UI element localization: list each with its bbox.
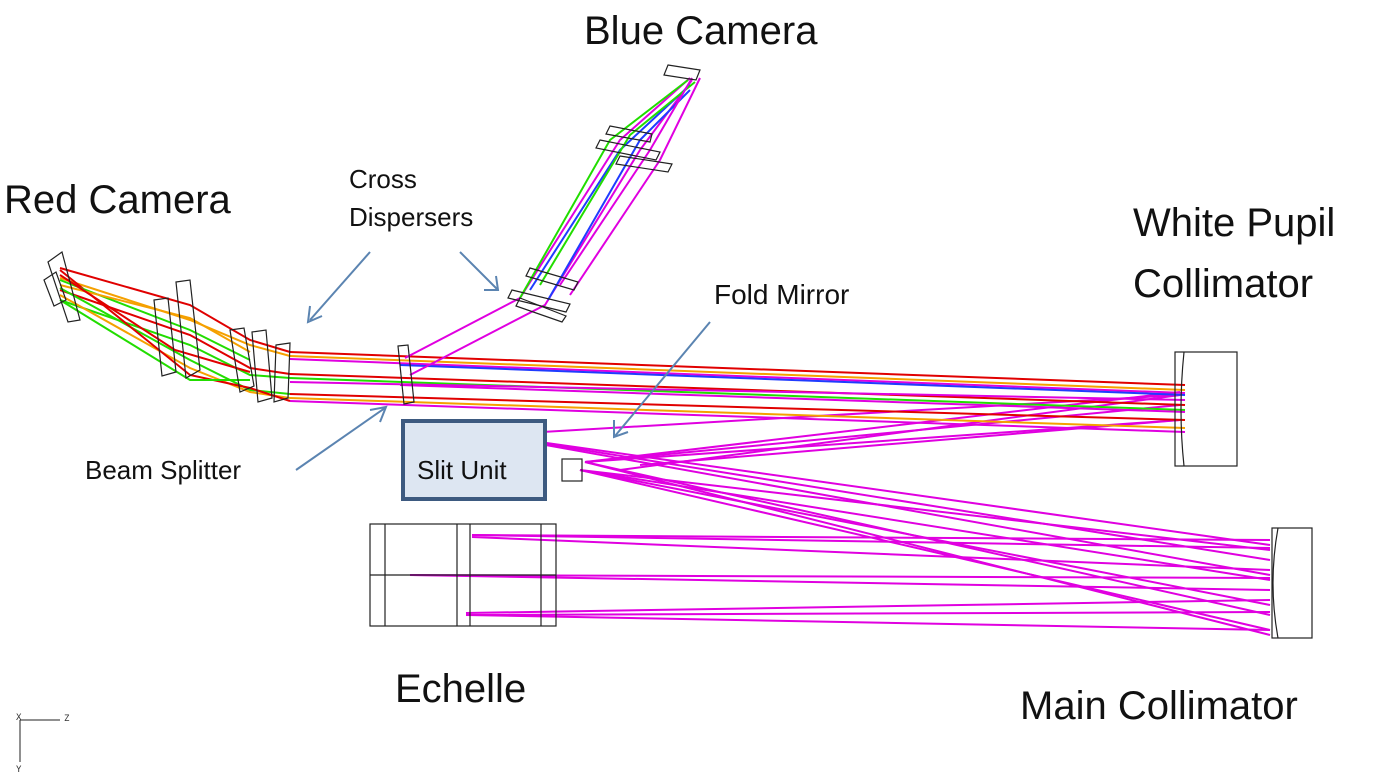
axis-z-label: Z bbox=[64, 714, 70, 724]
beam-splitter bbox=[397, 344, 415, 405]
fold-mirror-arrow bbox=[614, 321, 711, 437]
fold-mirror-label: Fold Mirror bbox=[714, 279, 850, 310]
cross-dispersers-label-line2: Dispersers bbox=[349, 202, 474, 232]
red-camera-rays bbox=[59, 267, 291, 402]
main-collimator-mirror bbox=[1271, 527, 1313, 639]
axis-origin-label: X bbox=[16, 713, 22, 723]
echelle-label: Echelle bbox=[395, 667, 527, 711]
white-pupil-mirror bbox=[1174, 351, 1238, 467]
cross-disperser-arrow-left bbox=[309, 251, 371, 321]
blue-camera-detector bbox=[663, 64, 701, 81]
slit-unit-label: Slit Unit bbox=[417, 455, 507, 485]
red-camera-lens bbox=[175, 279, 201, 379]
axis-y-label: Y bbox=[16, 765, 22, 775]
coordinate-axes bbox=[19, 719, 60, 762]
cross-dispersers-label-line1: Cross bbox=[349, 164, 417, 194]
cross-disperser bbox=[525, 267, 579, 291]
white-pupil-label-line2: Collimator bbox=[1133, 262, 1314, 306]
beam-splitter-label: Beam Splitter bbox=[85, 455, 242, 485]
slit-fan-rays bbox=[489, 391, 1271, 636]
main-beam-rays bbox=[289, 351, 1186, 433]
slit-unit-box: Slit Unit bbox=[401, 419, 547, 501]
optical-components bbox=[43, 64, 1313, 639]
pointer-arrows bbox=[295, 251, 711, 471]
white-pupil-label-line1: White Pupil bbox=[1133, 201, 1336, 245]
main-collimator-label: Main Collimator bbox=[1020, 684, 1298, 728]
red-camera-label: Red Camera bbox=[4, 178, 231, 222]
fold-mirror bbox=[561, 458, 583, 482]
cross-disperser-arrow-right bbox=[459, 251, 499, 291]
beam-splitter-arrow bbox=[295, 407, 386, 471]
blue-camera-label: Blue Camera bbox=[584, 9, 818, 53]
echelle-rays bbox=[409, 534, 1271, 631]
